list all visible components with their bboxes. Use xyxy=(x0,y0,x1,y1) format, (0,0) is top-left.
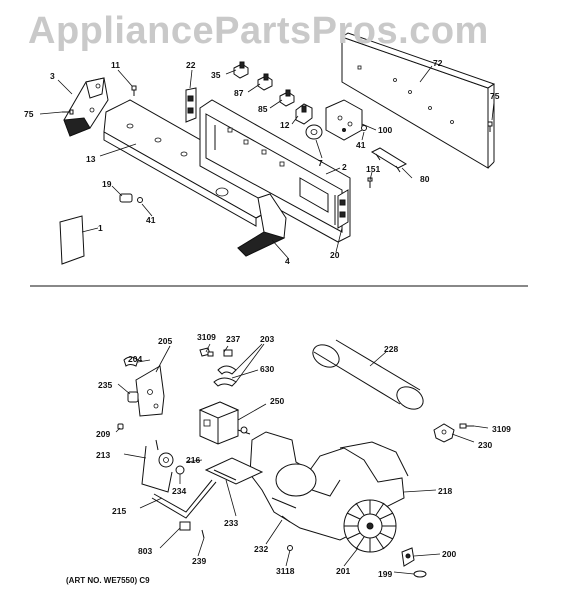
callout-237: 237 xyxy=(226,334,240,344)
bracket-icon xyxy=(433,423,455,443)
knob-icon xyxy=(305,124,323,140)
clip-icon xyxy=(401,547,415,567)
screw-icon xyxy=(62,85,493,203)
callout-87: 87 xyxy=(234,88,244,98)
screw-icon xyxy=(117,351,474,578)
callout-230: 230 xyxy=(478,440,492,450)
idler-icon xyxy=(141,439,185,493)
end-cap-icon xyxy=(237,193,287,257)
callout-7: 7 xyxy=(318,158,323,168)
motor-bracket-icon xyxy=(135,365,165,417)
callout-213: 213 xyxy=(96,450,110,460)
callout-4: 4 xyxy=(285,256,290,266)
switch-icon xyxy=(370,147,408,173)
callout-215: 215 xyxy=(112,506,126,516)
callout-19: 19 xyxy=(102,179,112,189)
callout-218: 218 xyxy=(438,486,452,496)
callout-203: 203 xyxy=(260,334,274,344)
control-panel-icon xyxy=(103,99,283,227)
timer-icon xyxy=(325,99,363,141)
callout-1: 1 xyxy=(98,223,103,233)
callout-20: 20 xyxy=(330,250,340,260)
callout-80: 80 xyxy=(420,174,430,184)
knob-icon xyxy=(233,61,313,125)
callout-232: 232 xyxy=(254,544,268,554)
end-cap-icon xyxy=(63,77,109,137)
callout-3: 3 xyxy=(50,71,55,81)
callout-228: 228 xyxy=(384,344,398,354)
callout-239: 239 xyxy=(192,556,206,566)
callout-201: 201 xyxy=(336,566,350,576)
callout-235: 235 xyxy=(98,380,112,390)
switch-icon xyxy=(123,356,139,403)
callout-205: 205 xyxy=(158,336,172,346)
callout-2: 2 xyxy=(342,162,347,172)
overlay-sheet-icon xyxy=(59,215,85,265)
bracket-icon xyxy=(337,189,349,229)
watermark-logo: AppliancePartsPros.com xyxy=(28,10,489,52)
bracket-icon xyxy=(185,87,197,123)
console-frame-icon xyxy=(199,99,351,243)
callout-41-top: 41 xyxy=(356,140,366,150)
clip-icon xyxy=(199,347,237,387)
duct-plate-icon xyxy=(204,457,264,485)
callout-216: 216 xyxy=(186,455,200,465)
callout-233: 233 xyxy=(224,518,238,528)
duct-icon xyxy=(312,339,424,410)
callout-200: 200 xyxy=(442,549,456,559)
callout-803: 803 xyxy=(138,546,152,556)
callout-41-bottom: 41 xyxy=(146,215,156,225)
callout-151: 151 xyxy=(366,164,380,174)
callout-3109-right: 3109 xyxy=(492,424,511,434)
callout-204: 204 xyxy=(128,354,142,364)
callout-209: 209 xyxy=(96,429,110,439)
callout-12: 12 xyxy=(280,120,290,130)
callout-75-left: 75 xyxy=(24,109,34,119)
leader-lines-bottom xyxy=(115,343,489,575)
callout-3109-left: 3109 xyxy=(197,332,216,342)
callout-199: 199 xyxy=(378,569,392,579)
callout-3118: 3118 xyxy=(276,566,295,576)
backsplash-icon xyxy=(340,32,496,169)
callout-250: 250 xyxy=(270,396,284,406)
callout-234: 234 xyxy=(172,486,186,496)
leader-lines-top xyxy=(39,65,495,259)
callout-35: 35 xyxy=(211,70,221,80)
callout-75-right: 75 xyxy=(490,91,500,101)
belt-icon xyxy=(151,479,217,519)
art-number-caption: (ART NO. WE7550) C9 xyxy=(66,576,150,585)
callout-72: 72 xyxy=(433,58,443,68)
callout-85: 85 xyxy=(258,104,268,114)
callout-630: 630 xyxy=(260,364,274,374)
callout-13: 13 xyxy=(86,154,96,164)
blower-wheel-icon xyxy=(343,499,397,553)
callout-100: 100 xyxy=(378,125,392,135)
callout-22: 22 xyxy=(186,60,196,70)
motor-icon xyxy=(198,401,251,445)
callout-11: 11 xyxy=(111,60,120,70)
